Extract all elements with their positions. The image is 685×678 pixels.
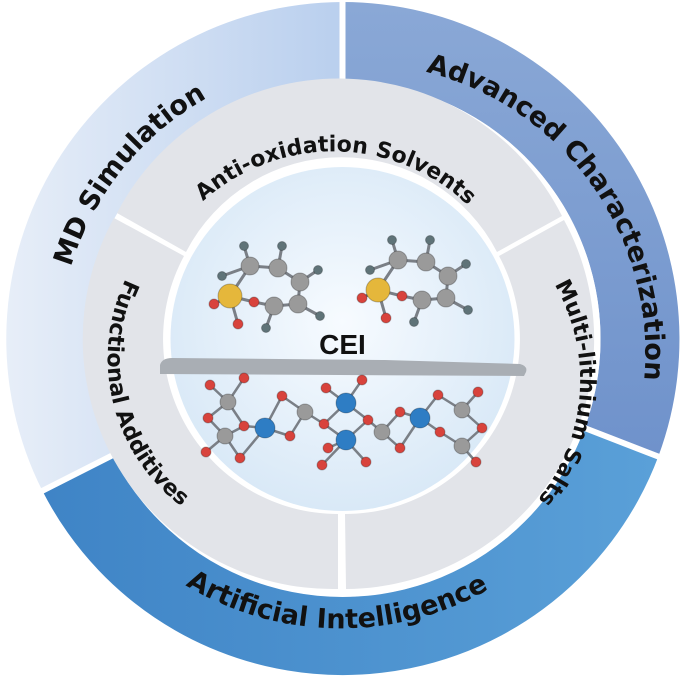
oxygen-atom [356, 292, 368, 304]
oxygen-atom [232, 318, 244, 330]
oxygen-atom [320, 382, 332, 394]
oxygen-atom [276, 390, 288, 402]
outer-ring [6, 0, 680, 676]
oxygen-atom [316, 459, 328, 471]
multi-lithium-salts-segment [345, 220, 595, 589]
oxygen-atom [234, 452, 246, 464]
oxygen-atom [318, 418, 330, 430]
oxygen-atom [362, 414, 374, 426]
artificial-intelligence-segment [42, 428, 659, 676]
lithium-atom [254, 417, 276, 439]
lithium-salt-chain [200, 372, 488, 471]
oxygen-atom [470, 456, 482, 468]
hydrogen-atom [313, 265, 323, 275]
carbon-atom [438, 266, 458, 286]
oxygen-atom [208, 298, 220, 310]
lithium-atom [335, 392, 357, 414]
oxygen-atom [284, 430, 296, 442]
outer-divider [38, 451, 117, 495]
carbon-atom [219, 393, 237, 411]
advanced-characterization-segment [342, 2, 680, 456]
oxygen-atom [476, 422, 488, 434]
inner-ring [82, 78, 595, 590]
hydrogen-atom [261, 323, 271, 333]
carbon-atom [296, 403, 314, 421]
lithium-atom [409, 407, 431, 429]
carbon-atom [412, 290, 432, 310]
hydrogen-atom [239, 241, 249, 251]
oxygen-atom [394, 406, 406, 418]
carbon-atom [240, 256, 260, 276]
oxygen-atom [472, 386, 484, 398]
hydrogen-atom [425, 235, 435, 245]
hydrogen-atom [387, 235, 397, 245]
outer-divider [580, 424, 664, 461]
carbon-atom [453, 401, 471, 419]
oxygen-atom [248, 296, 260, 308]
solvent-molecules [208, 235, 473, 333]
anti-oxidation-solvents-segment [117, 78, 562, 252]
oxygen-atom [200, 446, 212, 458]
oxygen-atom [394, 442, 406, 454]
hydrogen-atom [409, 317, 419, 327]
sulfur-atom [217, 283, 243, 309]
oxygen-atom [202, 412, 214, 424]
cei-title: CEI [319, 329, 366, 360]
carbon-atom [216, 427, 234, 445]
carbon-atom [453, 437, 471, 455]
md-simulation-segment [6, 2, 343, 491]
carbon-atom [388, 250, 408, 270]
carbon-atom [264, 296, 284, 316]
carbon-atom [288, 294, 308, 314]
hydrogen-atom [217, 271, 227, 281]
carbon-atom [373, 423, 391, 441]
oxygen-atom [238, 420, 250, 432]
carbon-atom [290, 272, 310, 292]
cei-layer [160, 358, 527, 376]
hydrogen-atom [277, 241, 287, 251]
carbon-atom [416, 252, 436, 272]
oxygen-atom [396, 290, 408, 302]
oxygen-atom [380, 312, 392, 324]
sulfur-atom [365, 277, 391, 303]
hydrogen-atom [461, 259, 471, 269]
oxygen-atom [238, 372, 250, 384]
carbon-atom [268, 258, 288, 278]
oxygen-atom [432, 389, 444, 401]
oxygen-atom [360, 456, 372, 468]
oxygen-atom [322, 442, 334, 454]
hydrogen-atom [315, 311, 325, 321]
hydrogen-atom [463, 305, 473, 315]
lithium-atom [335, 429, 357, 451]
oxygen-atom [204, 379, 216, 391]
oxygen-atom [434, 426, 446, 438]
carbon-atom [436, 288, 456, 308]
functional-additives-segment [82, 218, 338, 590]
oxygen-atom [356, 374, 368, 386]
hydrogen-atom [365, 265, 375, 275]
